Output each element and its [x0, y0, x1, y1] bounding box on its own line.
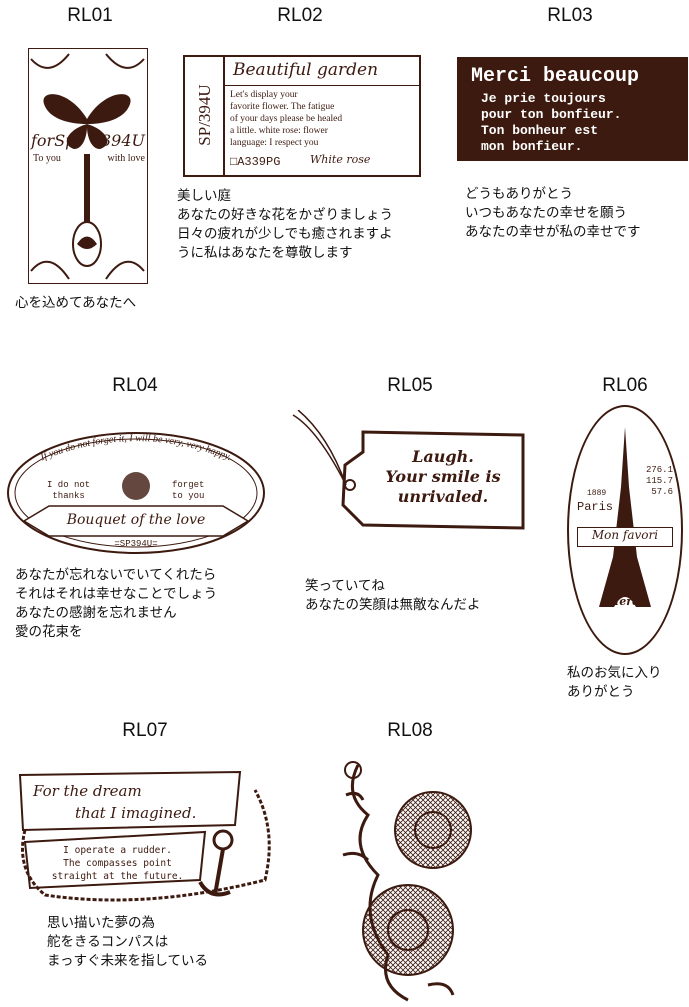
- caption-line: あなたが忘れないでいてくれたら: [15, 567, 217, 583]
- caption-line: あなたの好きな花をかざりましょう: [177, 207, 393, 223]
- stamp-body: I operate a rudder. The compasses point …: [51, 845, 184, 882]
- stamp-text: To you: [33, 153, 61, 164]
- caption-rl04: あなたが忘れないでいてくれたらそれはそれは幸せなことでしょうあなたの感謝を忘れま…: [15, 566, 217, 642]
- caption-rl06: 私のお気に入りありがとう: [567, 664, 662, 702]
- oval-frame-icon: If you do not forget it, I will be very,…: [7, 432, 265, 554]
- stamp-text: I do not thanks: [47, 480, 91, 501]
- caption-line: あなたの幸せが私の幸せです: [465, 224, 641, 240]
- stamp-numbers: 276.1 115.7 57.6: [645, 465, 673, 497]
- svg-text:If you do not forget it, I wil: If you do not forget it, I will be very,…: [38, 433, 233, 464]
- stamp-text: forSp: [31, 131, 76, 150]
- stamp-rl06[interactable]: 276.1 115.7 57.6 1889 Paris Mon favori M…: [567, 405, 683, 655]
- stamp-rl02[interactable]: SP/394U Beautiful garden Let's display y…: [183, 55, 421, 177]
- caption-rl05: 笑っていてねあなたの笑顔は無敵なんだよ: [305, 577, 481, 615]
- caption-rl02: 美しい庭あなたの好きな花をかざりましょう日々の疲れが少しでも癒されますように私は…: [177, 187, 393, 263]
- stamp-rl03[interactable]: Merci beaucoup Je prie toujours pour ton…: [457, 57, 688, 161]
- caption-line: 舵をきるコンパスは: [47, 934, 169, 950]
- caption-line: いつもあなたの幸せを願う: [465, 205, 627, 221]
- stamp-arc-text: If you do not forget it, I will be very,…: [38, 433, 233, 464]
- stamp-divider: [185, 57, 225, 175]
- butterfly-icon: [30, 53, 145, 280]
- label-rl06: RL06: [602, 375, 648, 396]
- stamp-title: that I imagined.: [75, 804, 197, 822]
- stamp-rl07[interactable]: For the dream that I imagined. I operate…: [15, 770, 277, 910]
- stamp-side-code: SP/394U: [195, 84, 214, 146]
- stamp-title: For the dream: [33, 782, 142, 800]
- stamp-title: Beautiful garden: [233, 60, 379, 80]
- label-rl05: RL05: [387, 375, 433, 396]
- stamp-text: Merci: [607, 595, 643, 608]
- caption-rl01: 心を込めてあなたへ: [15, 295, 137, 311]
- stamp-city: Paris: [577, 500, 614, 514]
- stamp-rl04[interactable]: If you do not forget it, I will be very,…: [2, 428, 270, 558]
- label-rl07: RL07: [122, 720, 168, 741]
- stamp-code: □A339PG: [230, 155, 281, 169]
- stamp-ribbon-text: Bouquet of the love: [66, 512, 206, 528]
- caption-line: まっすぐ未来を指している: [47, 953, 209, 969]
- stamp-rl01[interactable]: forSp 394U To you with love: [28, 48, 148, 284]
- anchor-board-icon: [18, 770, 271, 902]
- stamp-rl08[interactable]: [338, 755, 473, 1003]
- label-rl01: RL01: [67, 5, 113, 26]
- caption-line: 愛の花束を: [15, 624, 83, 640]
- caption-rl03: どうもありがとういつもあなたの幸せを願うあなたの幸せが私の幸せです: [465, 185, 641, 242]
- caption-line: うに私はあなたを尊敬します: [177, 245, 353, 261]
- caption-line: 私のお気に入り: [567, 665, 662, 681]
- stamp-rl05[interactable]: Laugh. Your smile is unrivaled.: [288, 410, 528, 535]
- caption-line: 笑っていてね: [305, 578, 385, 594]
- caption-line: 思い描いた夢の為: [47, 915, 155, 931]
- label-rl02: RL02: [277, 5, 323, 26]
- caption-rl07: 思い描いた夢の為舵をきるコンパスはまっすぐ未来を指している: [47, 914, 208, 971]
- stamp-ribbon-text: Mon favori: [577, 527, 673, 547]
- tag-icon: [292, 410, 525, 530]
- caption-line: あなたの笑顔は無敵なんだよ: [305, 597, 481, 613]
- stamp-body: Je prie toujours pour ton bonfieur. Ton …: [481, 91, 622, 154]
- rose-lace-icon: [342, 761, 472, 1002]
- caption-line: ありがとう: [567, 684, 635, 700]
- caption-line: どうもありがとう: [465, 186, 573, 202]
- label-rl04: RL04: [112, 375, 158, 396]
- caption-line: あなたの感謝を忘れません: [15, 605, 177, 621]
- eiffel-tower-icon: [599, 427, 651, 607]
- caption-line: それはそれは幸せなことでしょう: [15, 586, 218, 602]
- stamp-text: Laugh. Your smile is unrivaled.: [385, 447, 501, 506]
- label-rl03: RL03: [547, 5, 593, 26]
- stamp-title: Merci beaucoup: [471, 65, 640, 88]
- caption-line: 美しい庭: [177, 188, 231, 204]
- stamp-signature: White rose: [310, 153, 371, 166]
- stamp-text: 394U: [100, 131, 145, 150]
- stamp-text: with love: [107, 153, 146, 164]
- stamp-body: Let's display your favorite flower. The …: [230, 90, 343, 148]
- stamp-text: forget to you: [172, 480, 205, 501]
- label-rl08: RL08: [387, 720, 433, 741]
- stamp-year: 1889: [587, 489, 607, 498]
- stamp-code: =SP394U=: [114, 539, 158, 549]
- caption-line: 日々の疲れが少しでも癒されますよ: [177, 226, 393, 242]
- stamp-rule: [225, 85, 419, 86]
